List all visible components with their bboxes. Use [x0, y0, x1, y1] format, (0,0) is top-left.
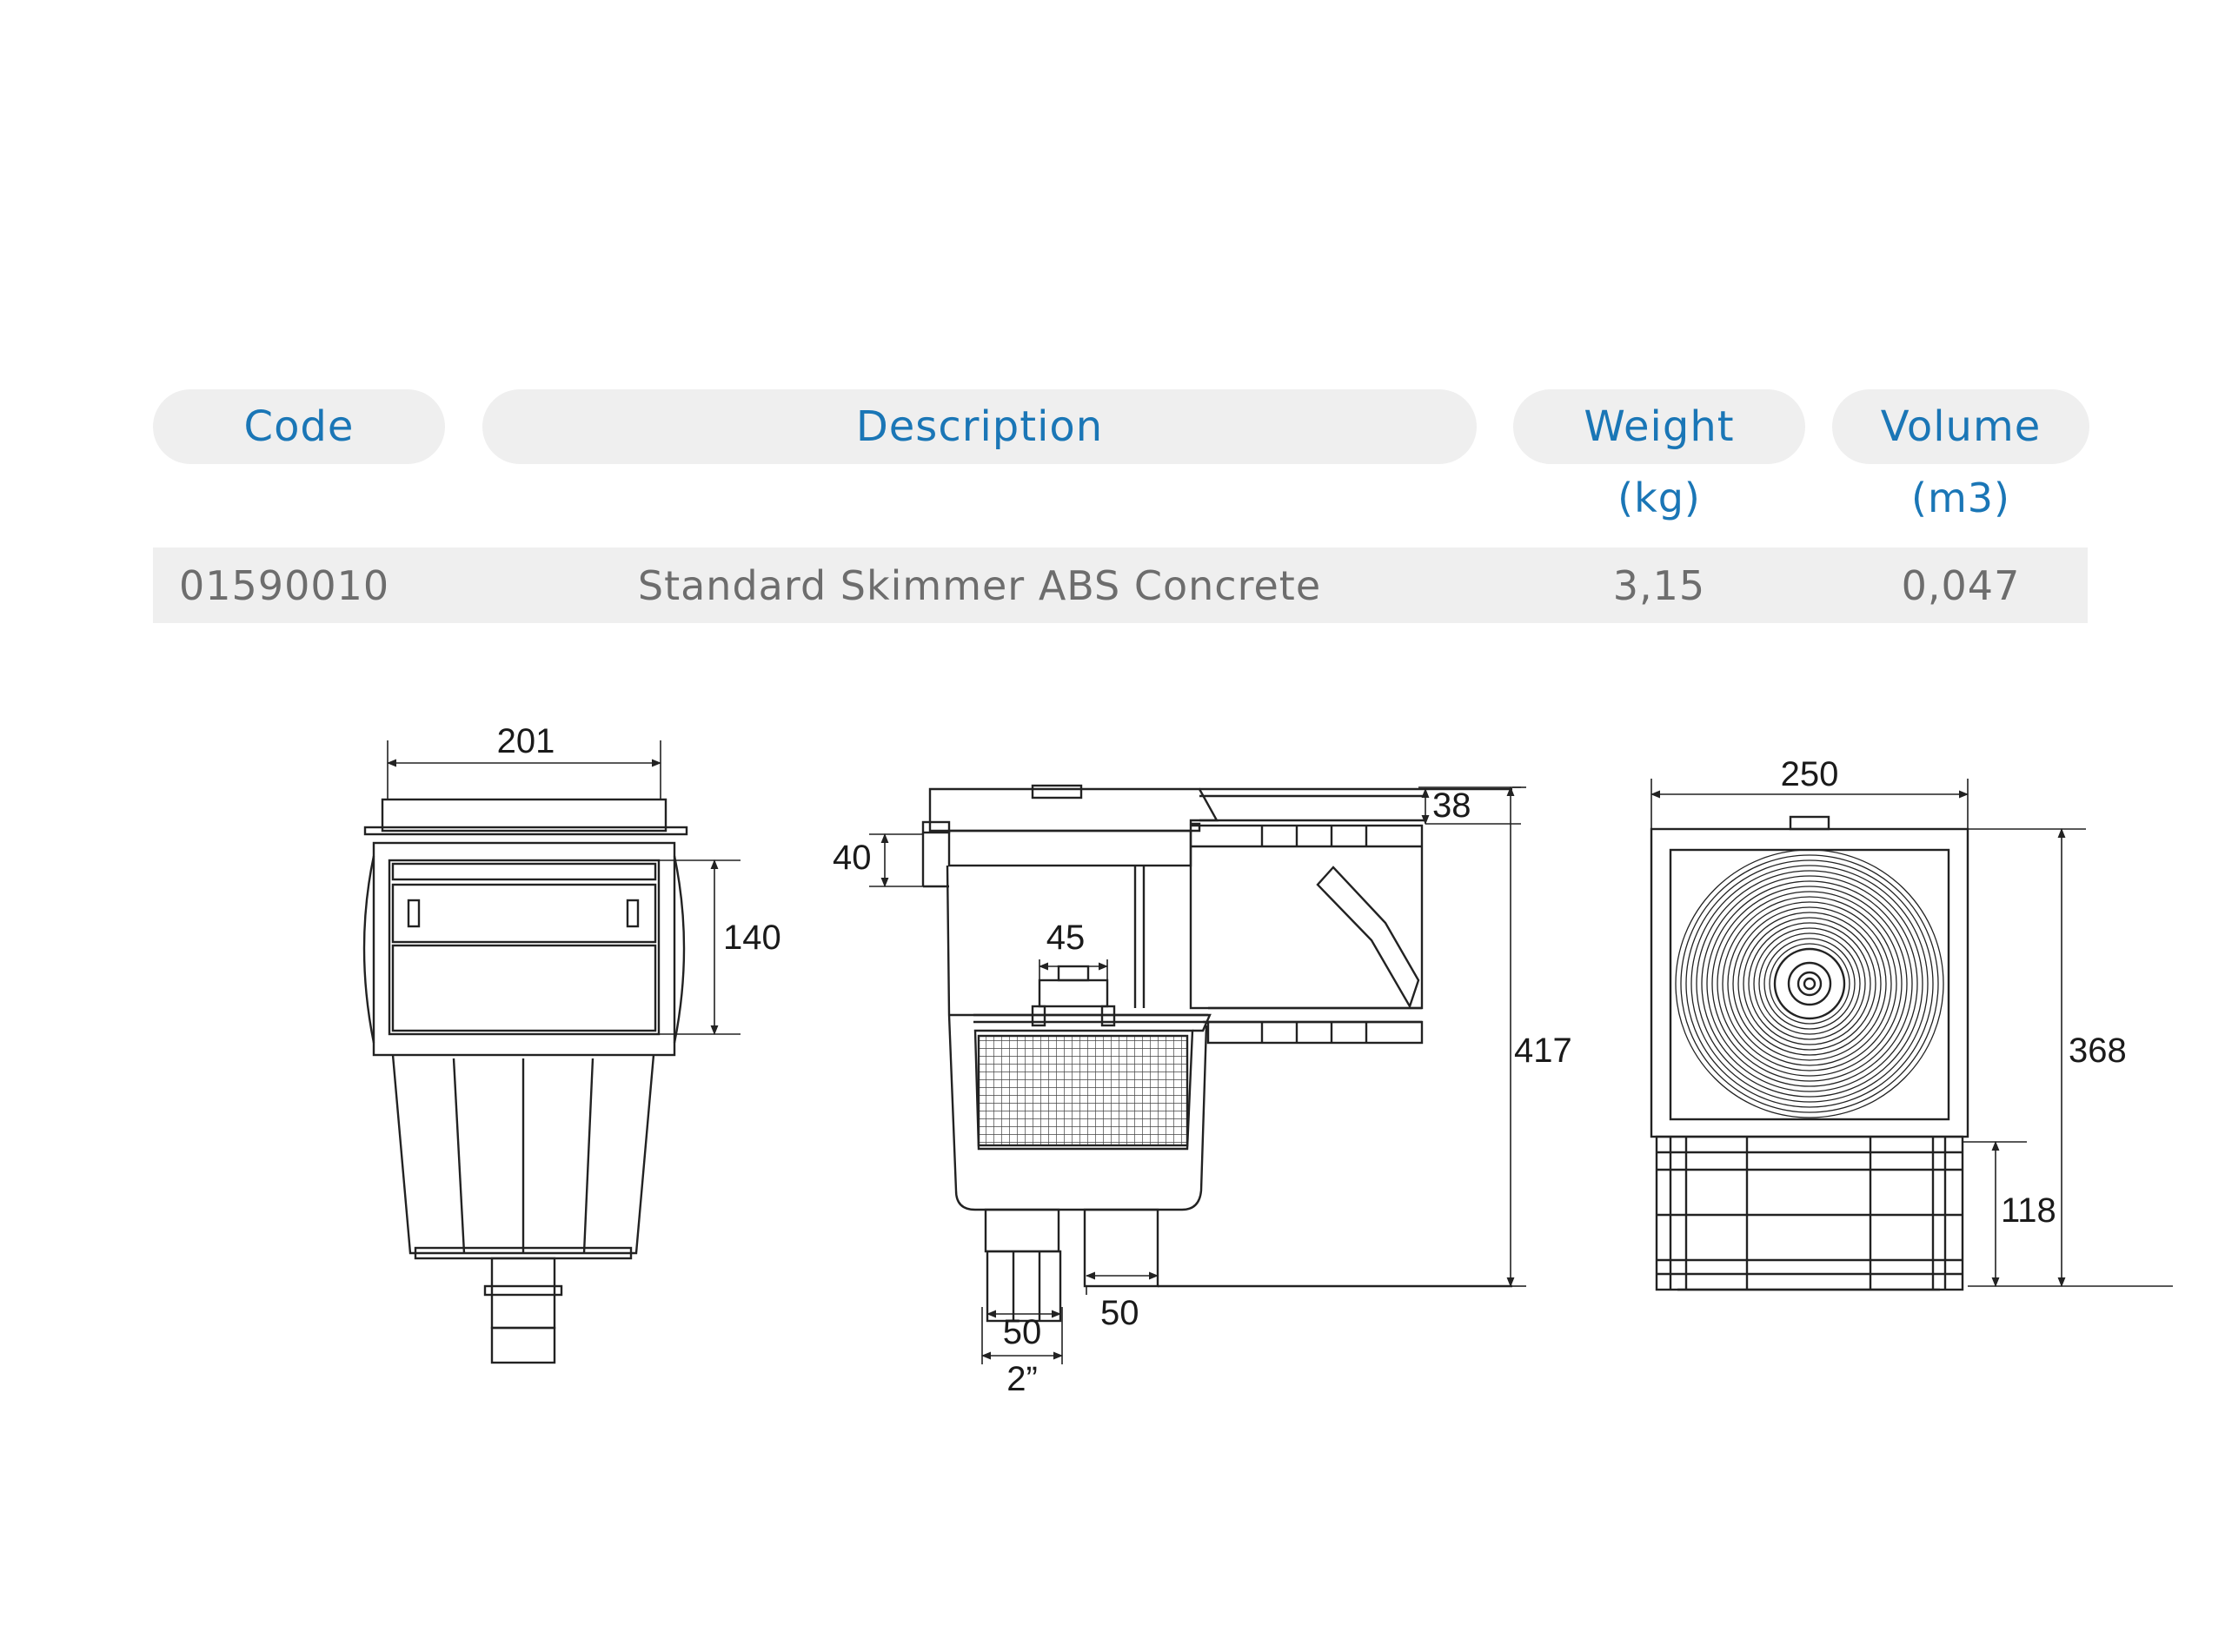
lid-ring: [1737, 912, 1882, 1056]
lid-ring: [1706, 880, 1913, 1087]
dim-side-lid: 38: [1432, 786, 1471, 825]
header-description: Description: [482, 389, 1477, 464]
dim-side-outlet-b: 50: [1100, 1294, 1139, 1332]
volume-unit: (m3): [1911, 474, 2010, 521]
header-code-label: Code: [243, 402, 355, 451]
lid-ring: [1732, 906, 1887, 1061]
lid-ring: [1727, 901, 1892, 1066]
lid-ring: [1696, 870, 1923, 1098]
dim-side-top-offset: 40: [833, 839, 872, 877]
lid-ring: [1711, 886, 1908, 1082]
lid-ring: [1753, 927, 1866, 1040]
lid-ring: [1685, 859, 1934, 1108]
dim-plan-height: 368: [2069, 1032, 2127, 1070]
lid-ring: [1758, 932, 1861, 1035]
cell-weight: 3,15: [1612, 561, 1706, 609]
dim-front-opening: 140: [723, 919, 781, 957]
lid-ring: [1701, 875, 1918, 1092]
header-volume-label: Volume: [1880, 402, 2042, 451]
dim-side-basket: 45: [1046, 919, 1086, 957]
lid-ring: [1722, 896, 1897, 1071]
lid-ring: [1763, 938, 1856, 1030]
weight-unit: (kg): [1617, 474, 1701, 521]
lid-ring: [1717, 891, 1903, 1077]
lid-ring: [1680, 854, 1939, 1113]
lid-ring: [1690, 865, 1929, 1103]
lid-ring: [1748, 922, 1871, 1045]
plan-view: [1650, 779, 2173, 1291]
dim-side-outlet-a: 50: [1003, 1313, 1042, 1351]
dim-plan-width: 250: [1781, 755, 1839, 793]
dim-plan-neck: 118: [2001, 1191, 2056, 1230]
header-weight-label: Weight: [1584, 402, 1735, 451]
side-view: [869, 784, 1526, 1364]
cell-volume: 0,047: [1901, 561, 2021, 609]
technical-drawing: 201 140: [362, 722, 2173, 1398]
header-code: Code: [153, 389, 445, 464]
cell-description: Standard Skimmer ABS Concrete: [637, 561, 1322, 609]
table-row: [153, 547, 2088, 623]
lid-ring: [1675, 849, 1944, 1118]
dim-side-height: 417: [1514, 1032, 1572, 1070]
lid-rings: [1675, 849, 1944, 1118]
cell-code: 01590010: [179, 561, 390, 609]
header-volume: Volume: [1832, 389, 2089, 464]
header-description-label: Description: [855, 402, 1104, 451]
header-weight: Weight: [1513, 389, 1805, 464]
lid-ring: [1743, 917, 1876, 1051]
dim-side-thread: 2”: [1006, 1360, 1038, 1398]
lid-ring: [1769, 943, 1850, 1025]
front-view: [362, 740, 741, 1364]
dim-front-width: 201: [497, 722, 555, 760]
